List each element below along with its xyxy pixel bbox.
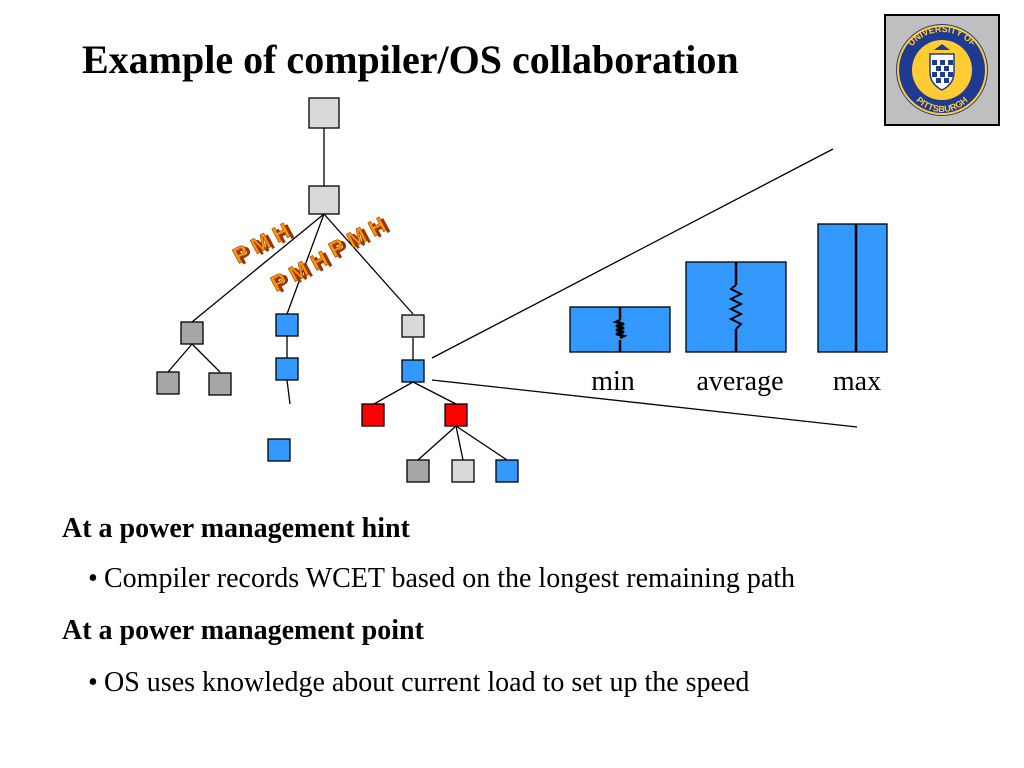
speed-bar-max — [817, 223, 888, 353]
bullet-icon: • — [88, 667, 98, 698]
tree-node — [406, 459, 430, 483]
pmh-label: P M H — [229, 218, 294, 269]
speed-bar-average — [685, 261, 787, 353]
slide-title: Example of compiler/OS collaboration — [82, 37, 739, 82]
university-logo: UNIVERSITY OF PITTSBURGH — [884, 14, 1000, 126]
bullet-text: Compiler records WCET based on the longe… — [104, 563, 796, 594]
tree-node-red — [444, 403, 468, 427]
university-of-pittsburgh-seal-icon: UNIVERSITY OF PITTSBURGH — [896, 24, 988, 116]
label-max: max — [833, 366, 881, 397]
tree-node — [451, 459, 475, 483]
tree-node — [308, 185, 340, 215]
bullet-item: •Compiler records WCET based on the long… — [88, 563, 795, 595]
spring-icon — [728, 284, 744, 330]
label-min: min — [591, 366, 635, 397]
zoom-line-upper — [431, 148, 834, 359]
pmh-label: P M H — [325, 212, 390, 263]
tree-node — [156, 371, 180, 395]
tree-node — [401, 314, 425, 338]
tree-node — [267, 438, 291, 462]
tree-node — [180, 321, 204, 345]
spring-icon — [612, 318, 628, 340]
bullet-icon: • — [88, 563, 98, 594]
speed-bars — [569, 223, 888, 353]
tree-node — [495, 459, 519, 483]
program-tree-diagram: P M H P M H P M H P M H P M H P M H min … — [156, 97, 888, 483]
tree-node — [208, 372, 232, 396]
tree-node-root — [308, 97, 340, 129]
label-average: average — [696, 366, 783, 397]
bullet-text: OS uses knowledge about current load to … — [104, 667, 750, 698]
pmh-hint-marker: P M H P M H — [324, 212, 394, 264]
tree-node — [275, 357, 299, 381]
bullet-item: •OS uses knowledge about current load to… — [88, 667, 749, 699]
speed-bar-min — [569, 306, 671, 353]
tree-node-current — [401, 359, 425, 383]
tree-node — [275, 313, 299, 337]
tree-node-red — [361, 403, 385, 427]
tree-nodes — [156, 97, 519, 483]
zoom-line-lower — [431, 379, 858, 428]
heading-point: At a power management point — [62, 615, 424, 646]
heading-hint: At a power management hint — [62, 513, 410, 544]
tree-edges — [167, 128, 858, 461]
